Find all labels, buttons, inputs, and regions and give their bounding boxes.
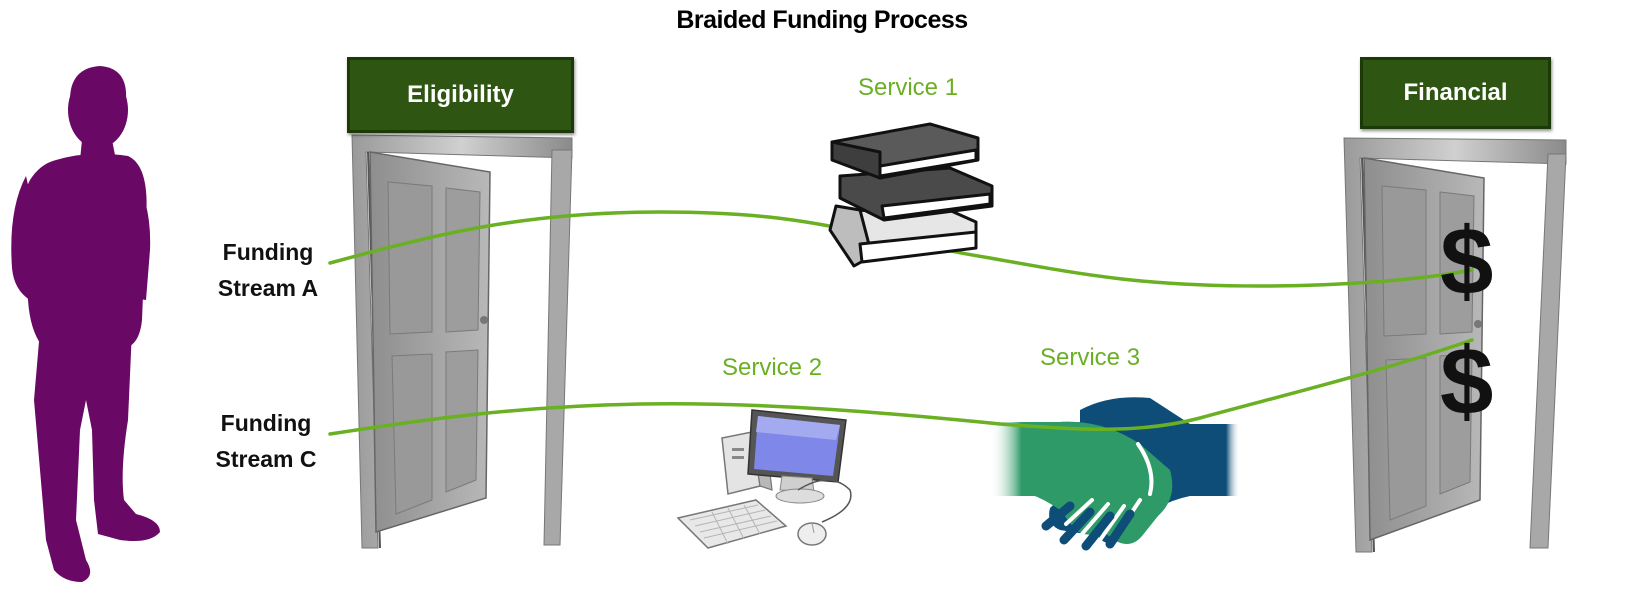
stream-c-line2: Stream C <box>215 446 317 472</box>
person-silhouette <box>11 66 160 582</box>
stream-a-line2: Stream A <box>217 275 319 301</box>
eligibility-label: Eligibility <box>407 81 514 108</box>
stream-c-line <box>328 338 1474 436</box>
funding-stream-c-label: Funding Stream C <box>196 405 336 477</box>
dollar-symbol-a: $ <box>1440 208 1494 315</box>
funding-stream-a-label: Funding Stream A <box>198 234 338 306</box>
financial-sign: Financial <box>1360 57 1551 129</box>
service-3-label: Service 3 <box>1040 344 1141 371</box>
stream-a-line1: Funding <box>222 239 314 265</box>
eligibility-sign: Eligibility <box>347 57 574 133</box>
diagram-title: Braided Funding Process <box>676 6 968 34</box>
service-2-label: Service 2 <box>722 354 823 381</box>
financial-label: Financial <box>1403 79 1508 106</box>
dollar-symbol-c: $ <box>1440 328 1494 435</box>
stream-c-line1: Funding <box>220 410 312 436</box>
service-1-label: Service 1 <box>858 74 959 101</box>
eligibility-door <box>351 134 573 549</box>
